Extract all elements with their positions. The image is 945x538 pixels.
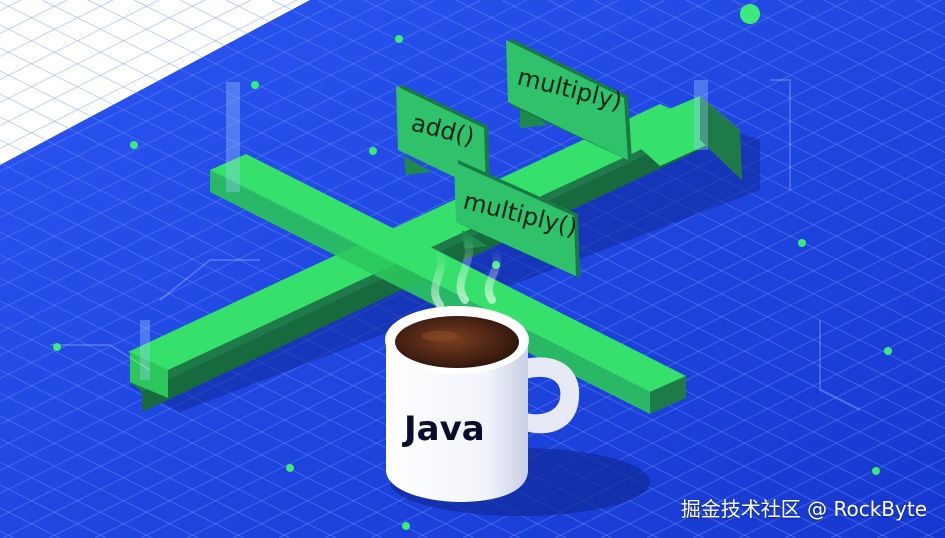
grid-line (0, 346, 383, 538)
grid-line (455, 0, 945, 246)
steam-icon (431, 231, 501, 309)
grid-line (0, 0, 620, 311)
grid-line (94, 112, 945, 538)
grid-line (140, 135, 945, 538)
grid-line (462, 296, 945, 538)
grid-line (416, 273, 945, 538)
grid-line (0, 0, 206, 104)
crossing-bar (210, 154, 686, 414)
grid-line (508, 319, 945, 538)
grid-line (48, 89, 945, 538)
mug-label: Java (402, 409, 485, 449)
grid-line (547, 0, 945, 200)
grid-line (0, 369, 337, 538)
grid-line (554, 342, 945, 538)
grid-line (593, 0, 945, 177)
grid-line (0, 0, 344, 173)
grid-line (0, 0, 436, 219)
grid-line (501, 0, 945, 223)
grid-line (370, 250, 945, 538)
watermark: 掘金技术社区 @ RockByte (680, 497, 927, 521)
grid-line (0, 323, 429, 538)
grid-line (179, 0, 945, 384)
grid-line (0, 0, 252, 127)
grid-line (0, 0, 390, 196)
glow-connectors (140, 80, 708, 380)
grid-line (133, 0, 945, 407)
grid-line (0, 300, 475, 538)
white-corner (0, 0, 310, 165)
label-multiply-mid: multiply() (454, 160, 580, 278)
grid-line (0, 162, 751, 538)
grid-line (685, 0, 945, 131)
grid-line (317, 0, 945, 315)
grid-line (186, 158, 945, 538)
grid-line (41, 0, 945, 453)
grid-line (600, 365, 945, 538)
grid-line (0, 392, 291, 538)
circuit-lines (50, 79, 861, 411)
grid-line (0, 0, 666, 334)
grid-line (0, 277, 521, 538)
grid-line (731, 0, 945, 108)
grid-line (0, 438, 199, 538)
grid-line (0, 116, 843, 538)
grid-line (271, 0, 945, 338)
grid-line (0, 139, 797, 538)
grid-line (692, 411, 945, 538)
grid-line (0, 0, 482, 242)
grid-line (0, 0, 298, 150)
grid-line (0, 0, 804, 403)
node-dot-icon (53, 4, 892, 530)
grid-line (0, 0, 528, 265)
grid-line (639, 0, 945, 154)
grid-line (0, 415, 245, 538)
grid-line (87, 0, 945, 430)
grid-line (738, 434, 945, 538)
grid-line (0, 0, 574, 288)
grid-line (646, 388, 945, 538)
coffee-mug-icon: Java (385, 306, 580, 502)
